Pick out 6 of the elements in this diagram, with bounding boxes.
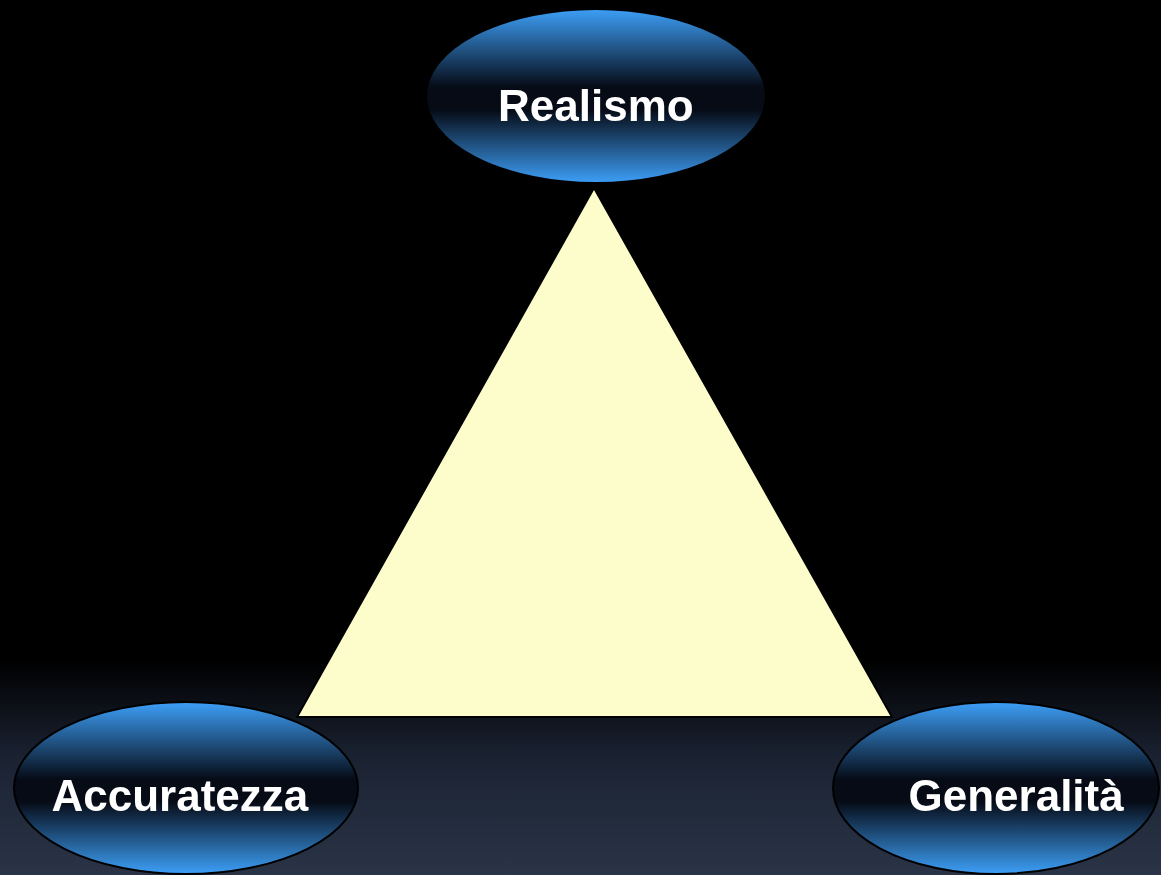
ellipse-node <box>831 700 1161 875</box>
node-label: Realismo <box>498 84 694 128</box>
node-label: Accuratezza <box>51 774 309 818</box>
node-label: Generalità <box>908 774 1124 818</box>
ellipse-node <box>12 700 360 875</box>
ellipse-node <box>424 7 768 185</box>
